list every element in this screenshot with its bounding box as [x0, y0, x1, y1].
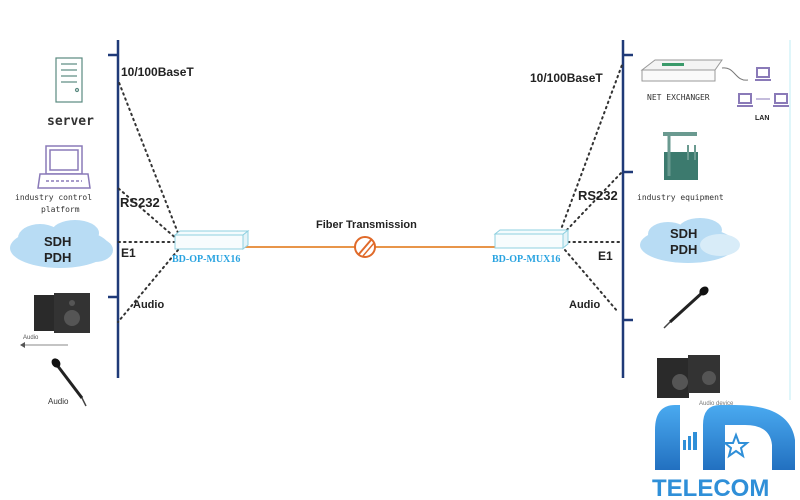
right-port-e1: E1 [598, 249, 613, 263]
net-exchanger-icon [640, 59, 749, 82]
right-speakers-icon [657, 355, 720, 398]
left-port-audio: Audio [133, 299, 164, 311]
logo-text: TELECOM [652, 475, 769, 500]
audio-out-arrow-icon [20, 342, 68, 348]
industry-control-label-2: platform [41, 205, 80, 214]
right-bus [621, 40, 633, 378]
right-port-audio: Audio [569, 299, 600, 311]
right-port-rs232: RS232 [578, 188, 618, 203]
industry-equipment-icon [663, 132, 698, 180]
telecom-logo: TELECOM [652, 405, 795, 500]
speakers-icon [34, 293, 90, 333]
fiber-label: Fiber Transmission [316, 219, 417, 231]
left-cloud-icon [10, 220, 113, 268]
right-device-label: BD-OP-MUX16 [492, 254, 560, 265]
lan-label: LAN [755, 115, 769, 122]
industry-equipment-label: industry equipment [637, 193, 724, 202]
right-microphone-icon [663, 286, 709, 329]
left-port-ethernet: 10/100BaseT [121, 65, 194, 79]
left-sdh-label: SDH [44, 234, 71, 249]
audio-device-label: Audio device [699, 401, 734, 407]
left-links [117, 79, 181, 323]
left-port-rs232: RS232 [120, 195, 160, 210]
right-sdh-label: SDH [670, 226, 697, 241]
laptop-icon [37, 145, 91, 189]
left-bus [108, 40, 120, 378]
lan-icon [737, 67, 789, 107]
net-exchanger-label: NET EXCHANGER [647, 93, 710, 102]
right-cloud-icon [640, 218, 740, 263]
fiber-break-icon [354, 236, 376, 258]
left-microphone-icon [51, 358, 87, 407]
mic-audio-label: Audio [48, 397, 69, 406]
left-device-label: BD-OP-MUX16 [172, 254, 240, 265]
server-icon [55, 57, 83, 103]
speaker-audio-label: Audio [23, 335, 39, 341]
industry-control-label-1: industry control [15, 193, 92, 202]
left-pdh-label: PDH [44, 250, 71, 265]
left-mux-device [173, 229, 250, 251]
left-port-e1: E1 [121, 246, 136, 260]
right-port-ethernet: 10/100BaseT [530, 71, 603, 85]
right-pdh-label: PDH [670, 242, 697, 257]
server-label: server [47, 114, 94, 129]
right-mux-device [493, 228, 570, 250]
right-links [559, 64, 623, 313]
